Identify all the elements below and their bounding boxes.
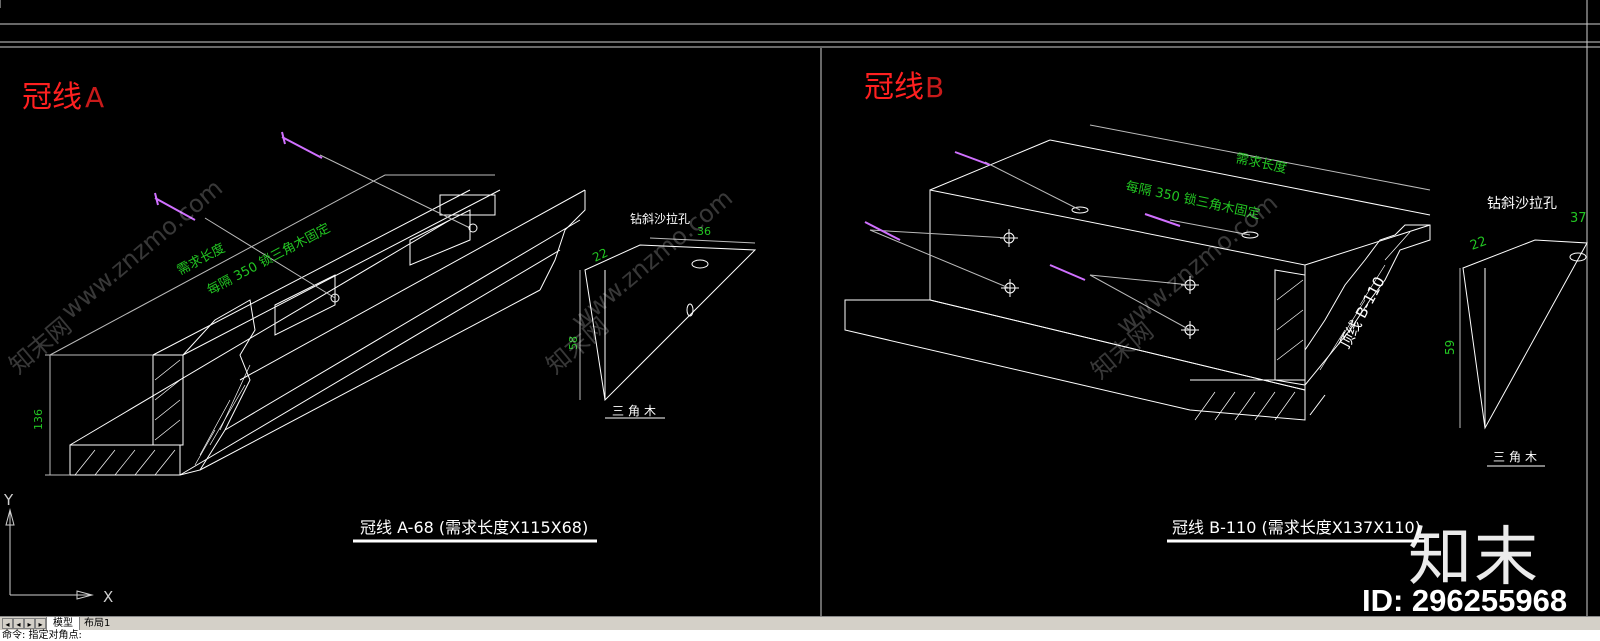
- label-length-a: 需求长度: [174, 240, 227, 279]
- dim-58-a: 58: [567, 336, 580, 350]
- ucs-icon: [5, 508, 94, 600]
- label-length-b: 需求长度: [1234, 150, 1288, 176]
- svg-text:www.znzmo.com: www.znzmo.com: [1111, 189, 1283, 340]
- watermark-text: www.znzmo.com www.znzmo.com www.znzmo.co…: [4, 174, 1283, 385]
- molding-a-drawing: [45, 154, 586, 476]
- triangle-label-b: 三角木: [1493, 450, 1541, 464]
- hatch-a: [74, 359, 251, 476]
- title-a-cn: 冠线: [22, 80, 82, 115]
- svg-text:www.znzmo.com: www.znzmo.com: [566, 184, 738, 335]
- zhimo-logo: 知末: [1408, 521, 1540, 595]
- dim-22-a: 22: [590, 246, 610, 265]
- tab-last-icon[interactable]: ▸: [35, 618, 46, 629]
- command-line[interactable]: 命令: 指定对角点:: [0, 630, 1600, 641]
- ucs-y-label: Y: [3, 491, 14, 509]
- dim-height-a: 136: [32, 409, 45, 430]
- dim-59-b: 59: [1443, 340, 1457, 355]
- title-b-letter: B: [925, 71, 944, 104]
- frame-lines: [0, 0, 1600, 616]
- screw-icon: [864, 221, 901, 241]
- title-b-cn: 冠线: [864, 70, 924, 105]
- ucs-x-label: X: [103, 588, 113, 606]
- tab-first-icon[interactable]: ◂: [2, 618, 13, 629]
- screw-icon: [281, 136, 323, 159]
- caption-b: 冠线 B-110 (需求长度X137X110): [1172, 518, 1421, 537]
- watermark-id: ID: 296255968: [1362, 583, 1568, 618]
- tab-next-icon[interactable]: ▸: [24, 618, 35, 629]
- tab-model[interactable]: 模型: [46, 617, 80, 631]
- triangle-wood-a: [579, 237, 757, 419]
- screw-icons-b: [864, 151, 1181, 281]
- dim-37-b: 37: [1570, 211, 1587, 226]
- hatch-b: [1194, 231, 1411, 421]
- cad-drawing: 冠线 A 需求长度 每隔 350 锁三角木固定 136 钻斜沙拉孔 22 36 …: [0, 0, 1600, 616]
- drill-label-b: 钻斜沙拉孔: [1487, 196, 1557, 212]
- screw-icons-a: [154, 131, 323, 221]
- svg-text:www.znzmo.com: www.znzmo.com: [56, 174, 228, 325]
- screw-icon: [154, 197, 196, 221]
- profile-label-b: 顶线 B-110: [1336, 274, 1389, 352]
- triangle-wood-b: [1459, 239, 1588, 467]
- layout-tabbar: ◂ ◂ ▸ ▸ 模型 布局1: [0, 616, 1600, 631]
- title-a-letter: A: [85, 81, 104, 114]
- screw-icon: [954, 151, 991, 166]
- molding-b-drawing: [844, 124, 1431, 421]
- tab-layout1[interactable]: 布局1: [84, 618, 111, 629]
- triangle-label-a: 三角木: [612, 404, 660, 418]
- tab-prev-icon[interactable]: ◂: [13, 618, 24, 629]
- dim-22-b: 22: [1468, 234, 1489, 254]
- screw-icon: [1144, 213, 1181, 227]
- svg-text:知末网: 知末网: [4, 312, 77, 380]
- drill-label-a: 钻斜沙拉孔: [630, 211, 690, 226]
- drawing-canvas[interactable]: 冠线 A 需求长度 每隔 350 锁三角木固定 136 钻斜沙拉孔 22 36 …: [0, 0, 1600, 616]
- dim-36-a: 36: [697, 225, 711, 238]
- caption-a: 冠线 A-68 (需求长度X115X68): [360, 518, 588, 537]
- screw-icon: [1049, 264, 1086, 281]
